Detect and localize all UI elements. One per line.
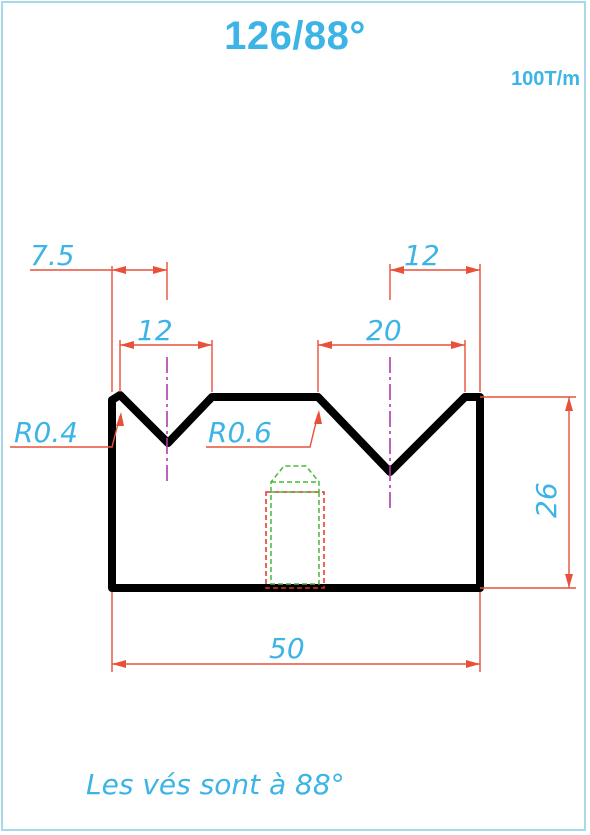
dim-mid-radius: R0.6 — [206, 410, 322, 449]
extension-lines — [111, 262, 576, 672]
die-title: 126/88° — [224, 14, 366, 58]
dim-text-height: 26 — [530, 482, 563, 518]
dim-text-left-radius: R0.4 — [14, 416, 78, 449]
dim-left-offset: 7.5 — [30, 239, 167, 274]
dim-text-right-edge-offset: 12 — [404, 239, 440, 272]
hidden-tapped-hole — [265, 465, 325, 589]
dim-right-vee-width: 20 — [318, 314, 465, 349]
dim-text-total-width: 50 — [269, 632, 305, 665]
dim-height: 26 — [530, 397, 573, 588]
vee-angle-note: Les vés sont à 88° — [86, 768, 345, 801]
tonnage-label: 100T/m — [511, 68, 580, 90]
dim-text-left-offset: 7.5 — [30, 239, 75, 272]
dim-left-vee-width: 12 — [120, 314, 212, 349]
dim-total-width: 50 — [112, 632, 480, 668]
dim-right-edge-offset: 12 — [390, 239, 480, 274]
dim-text-right-vee-width: 20 — [366, 314, 402, 347]
die-outline — [108, 391, 484, 592]
dim-left-radius: R0.4 — [10, 412, 124, 449]
dim-text-left-vee-width: 12 — [137, 314, 173, 347]
dim-text-mid-radius: R0.6 — [208, 416, 272, 449]
